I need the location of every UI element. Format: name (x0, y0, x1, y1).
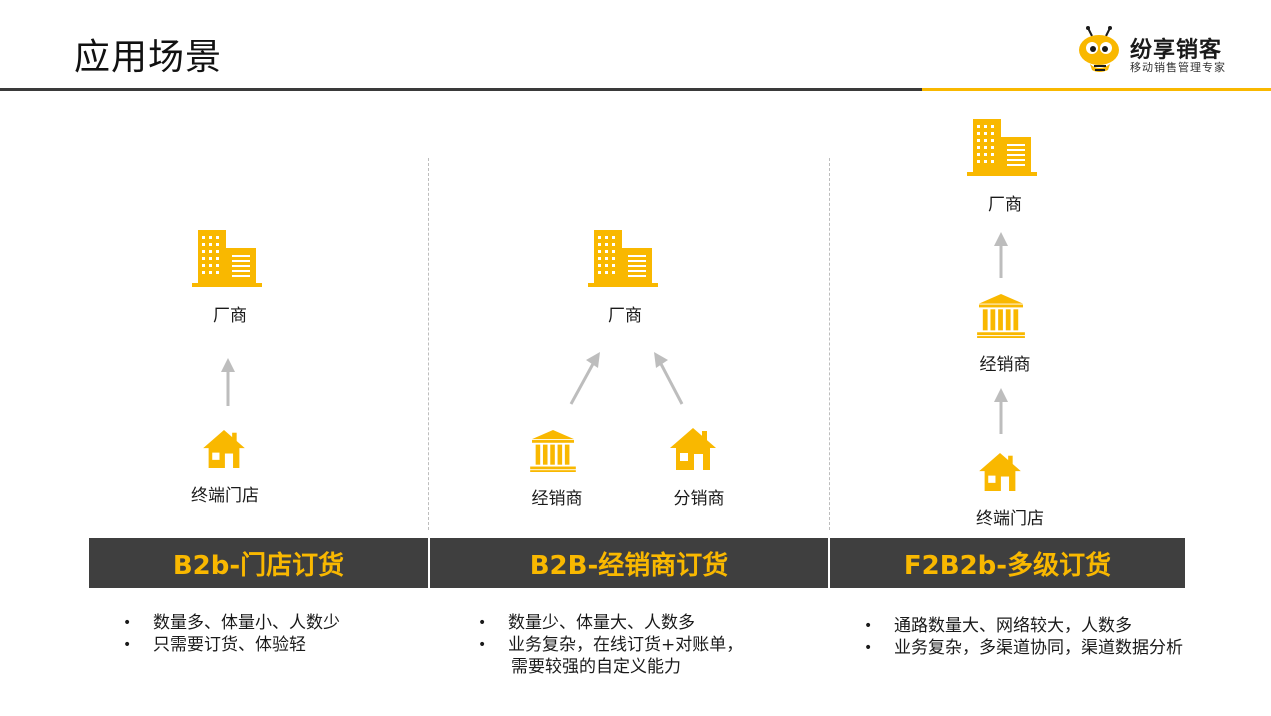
node-label-manufacturer: 厂商 (213, 306, 247, 326)
factory-building-icon (588, 228, 658, 288)
scenario-banner-f2b2b-multilevel: F2B2b-多级订货 (830, 538, 1185, 588)
list-item: 数量少、体量大、人数多 (478, 612, 743, 634)
arrow-up-icon (994, 388, 1008, 434)
header-rule-accent (922, 88, 1271, 91)
scenario-1-bullets: 数量多、体量小、人数少 只需要订货、体验轻 (123, 612, 340, 656)
list-item: 数量多、体量小、人数少 (123, 612, 340, 634)
scenario-2-bullets: 数量少、体量大、人数多 业务复杂，在线订货+对账单， 需要较强的自定义能力 (478, 612, 743, 678)
bee-mascot-icon (1079, 26, 1119, 72)
node-label-store: 终端门店 (976, 509, 1044, 529)
scenario-banner-b2b-distributor: B2B-经销商订货 (430, 538, 828, 588)
factory-building-icon (967, 117, 1037, 177)
node-label-distributor: 经销商 (531, 489, 583, 509)
scenario-3-bullets: 通路数量大、网络较大，人数多 业务复杂，多渠道协同，渠道数据分析 (864, 615, 1183, 659)
house-icon (203, 430, 245, 468)
arrow-up-right-icon (569, 352, 600, 405)
house-icon (979, 453, 1021, 491)
arrow-up-icon (994, 232, 1008, 278)
list-item: 需要较强的自定义能力 (511, 657, 681, 677)
node-label-subdistributor: 分销商 (673, 489, 725, 509)
node-label-store: 终端门店 (191, 486, 259, 506)
bank-building-icon (530, 430, 576, 472)
bank-building-icon (977, 294, 1025, 338)
brand-logo (1076, 26, 1128, 74)
list-item: 只需要订货、体验轻 (123, 634, 340, 656)
list-item: 业务复杂，多渠道协同，渠道数据分析 (864, 637, 1183, 659)
factory-building-icon (192, 228, 262, 288)
column-divider (428, 158, 429, 530)
arrow-up-icon (221, 358, 235, 406)
brand-tagline: 移动销售管理专家 (1130, 61, 1226, 74)
node-label-manufacturer: 厂商 (988, 195, 1022, 215)
arrow-up-left-icon (654, 352, 684, 405)
column-divider (829, 158, 830, 530)
node-label-manufacturer: 厂商 (608, 306, 642, 326)
brand-name: 纷享销客 (1130, 38, 1223, 63)
scenario-banner-b2b-store: B2b-门店订货 (89, 538, 428, 588)
page-title: 应用场景 (74, 37, 223, 78)
header-rule-dark (0, 88, 922, 91)
list-item: 通路数量大、网络较大，人数多 (864, 615, 1183, 637)
list-item: 业务复杂，在线订货+对账单， (478, 634, 743, 656)
node-label-distributor: 经销商 (979, 355, 1031, 375)
house-icon (670, 428, 716, 470)
